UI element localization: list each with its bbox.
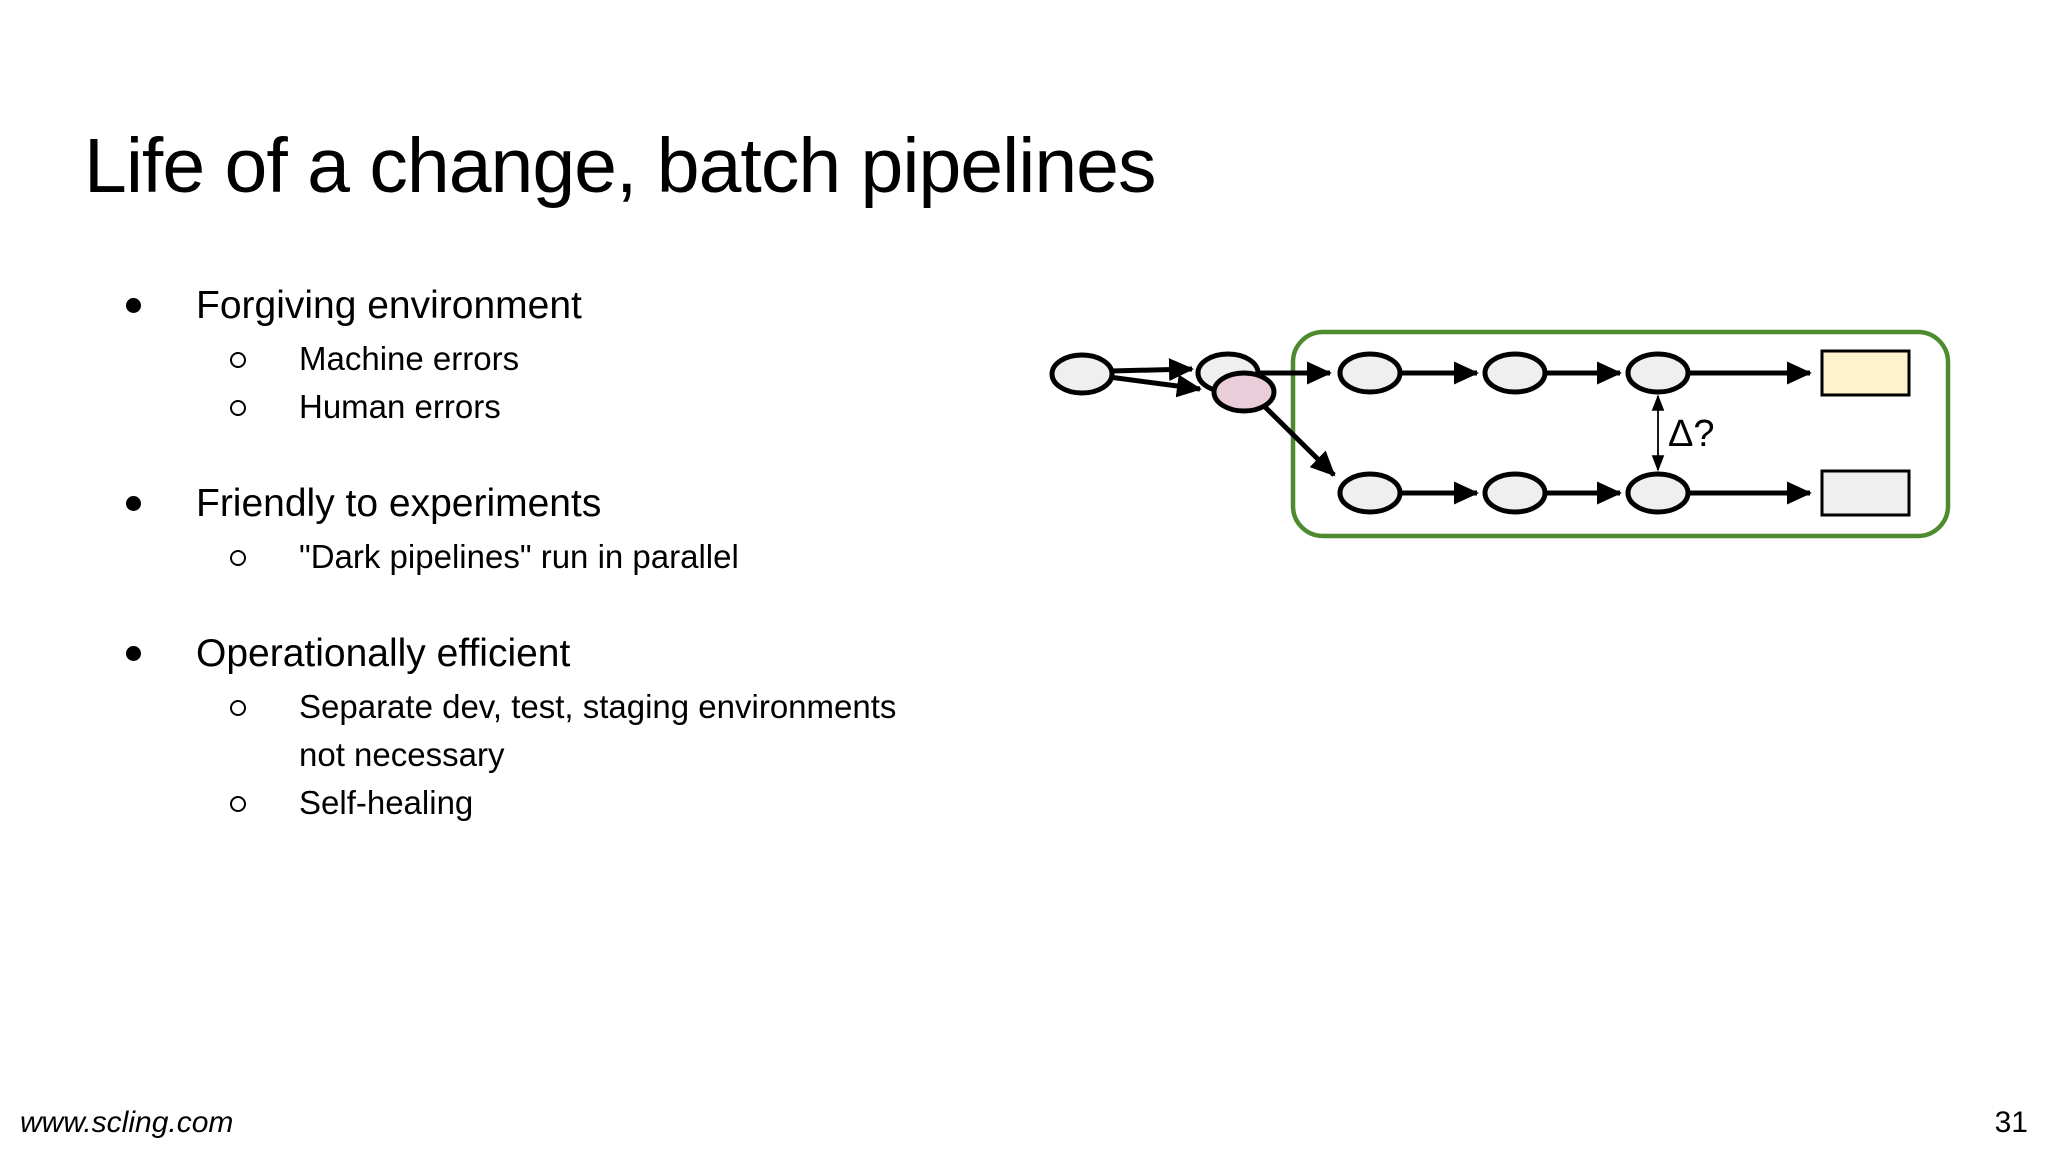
sub-bullet-label: "Dark pipelines" run in parallel: [299, 538, 739, 575]
bullet-dot-icon: [126, 298, 141, 313]
sub-bullet-label-line: Separate dev, test, staging environments: [299, 688, 897, 725]
task-node: [1482, 351, 1548, 395]
changed-task-node: [1211, 370, 1277, 414]
sub-bullet-label: Self-healing: [299, 784, 474, 821]
task-node: [1049, 352, 1115, 396]
edge-arrow: [1110, 358, 1194, 382]
list-item: Friendly to experiments "Dark pipelines"…: [126, 479, 1006, 581]
bullet-dot-icon: [126, 646, 141, 661]
sub-list: Machine errors Human errors: [196, 335, 1006, 431]
bullet-label: Forgiving environment: [196, 284, 582, 327]
pipeline-diagram: Δ?: [1049, 329, 1951, 539]
bullet-label: Friendly to experiments: [196, 482, 602, 525]
sub-list: "Dark pipelines" run in parallel: [196, 533, 1006, 581]
sub-list-item: Machine errors: [126, 335, 1006, 383]
page-number: 31: [1994, 1106, 2028, 1139]
sub-bullet-label: Machine errors: [299, 340, 520, 377]
edge-arrow: [1262, 404, 1336, 477]
bullet-label: Operationally efficient: [196, 632, 571, 675]
task-node: [1337, 351, 1403, 395]
sub-bullet-label-line: not necessary: [299, 736, 505, 773]
sub-list: Separate dev, test, staging environments…: [196, 683, 1006, 827]
task-node: [1625, 471, 1691, 515]
output-dataset-new: [1820, 349, 1911, 397]
output-dataset-old: [1820, 469, 1911, 517]
sub-list-item: Separate dev, test, staging environments…: [126, 683, 1006, 779]
list-item: Forgiving environment Machine errors Hum…: [126, 281, 1006, 431]
bullet-circle-icon: [230, 796, 246, 812]
bullet-circle-icon: [230, 700, 246, 716]
bullet-dot-icon: [126, 496, 141, 511]
sub-list-item: Self-healing: [126, 779, 1006, 827]
footer-website: www.scling.com: [20, 1106, 234, 1139]
delta-label: Δ?: [1668, 413, 1715, 455]
page-title: Life of a change, batch pipelines: [84, 123, 1156, 209]
sub-list-item: "Dark pipelines" run in parallel: [126, 533, 1006, 581]
edge-arrow: [1108, 374, 1202, 398]
bullet-circle-icon: [230, 352, 246, 368]
bullet-circle-icon: [230, 400, 246, 416]
sub-bullet-label: Human errors: [299, 388, 501, 425]
task-node: [1337, 471, 1403, 515]
bullet-circle-icon: [230, 550, 246, 566]
bullet-list: Forgiving environment Machine errors Hum…: [126, 281, 1006, 827]
list-item: Operationally efficient Separate dev, te…: [126, 629, 1006, 827]
task-node: [1625, 351, 1691, 395]
task-node: [1482, 471, 1548, 515]
sub-list-item: Human errors: [126, 383, 1006, 431]
